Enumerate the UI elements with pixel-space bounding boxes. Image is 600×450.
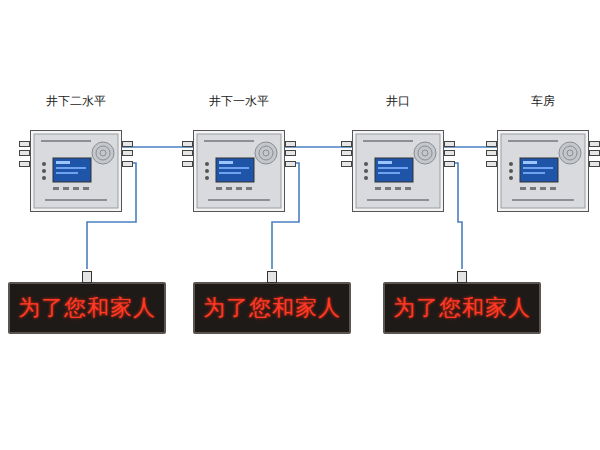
port-tab: [444, 141, 455, 147]
controller-box: 井下二水平: [30, 130, 122, 212]
led-text: 为了您和家人: [18, 293, 156, 323]
led-text: 为了您和家人: [393, 293, 531, 323]
port-tab: [285, 150, 296, 156]
location-label: 井下二水平: [46, 93, 106, 110]
port-tab: [19, 150, 30, 156]
connector-plug: [267, 271, 277, 283]
device-illustration: [194, 131, 284, 211]
controller-box: 井口: [352, 130, 444, 212]
port-tab: [341, 141, 352, 147]
location-label: 井口: [386, 93, 410, 110]
port-tab: [589, 141, 600, 147]
port-tab: [444, 161, 455, 167]
location-label: 井下一水平: [209, 93, 269, 110]
led-text: 为了您和家人: [203, 293, 341, 323]
port-tab: [182, 150, 193, 156]
port-tab: [341, 150, 352, 156]
port-tab: [122, 161, 133, 167]
port-tab: [589, 150, 600, 156]
port-tab: [182, 161, 193, 167]
port-tab: [589, 161, 600, 167]
signal-cable: [444, 163, 462, 269]
led-display: 为了您和家人: [8, 282, 166, 334]
device-illustration: [31, 131, 121, 211]
port-tab: [19, 161, 30, 167]
connector-plug: [82, 271, 92, 283]
controller-box: 车房: [497, 130, 589, 212]
port-tab: [182, 141, 193, 147]
location-label: 车房: [531, 93, 555, 110]
port-tab: [486, 161, 497, 167]
port-tab: [19, 141, 30, 147]
device-illustration: [498, 131, 588, 211]
port-tab: [444, 150, 455, 156]
port-tab: [122, 141, 133, 147]
connector-plug: [457, 271, 467, 283]
port-tab: [486, 150, 497, 156]
port-tab: [486, 141, 497, 147]
led-display: 为了您和家人: [193, 282, 351, 334]
port-tab: [285, 161, 296, 167]
controller-box: 井下一水平: [193, 130, 285, 212]
led-display: 为了您和家人: [383, 282, 541, 334]
port-tab: [122, 150, 133, 156]
port-tab: [341, 161, 352, 167]
device-illustration: [353, 131, 443, 211]
port-tab: [285, 141, 296, 147]
